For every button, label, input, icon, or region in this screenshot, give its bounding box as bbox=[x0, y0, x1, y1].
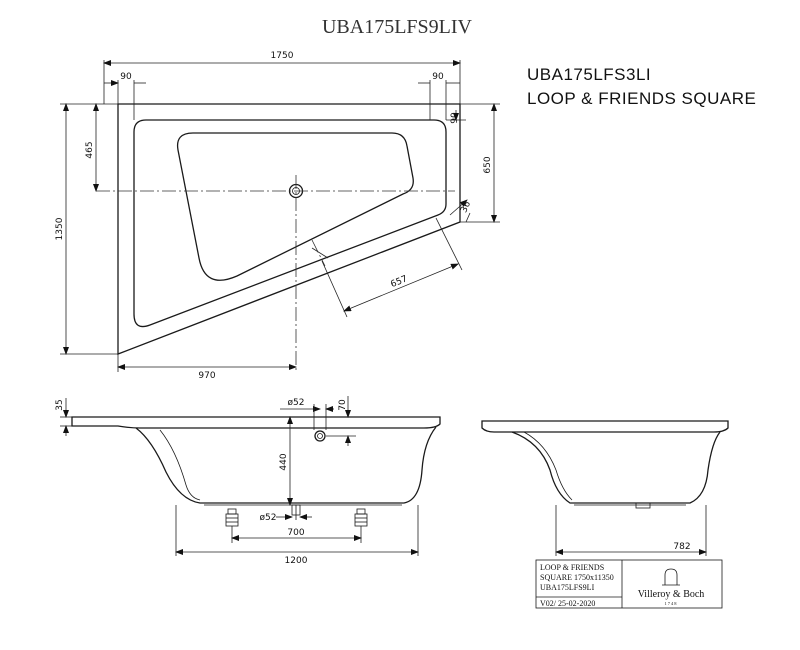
plan-view: 1750 90 90 90 1350 465 650 36 bbox=[55, 51, 500, 381]
dim-drain-offset: 465 bbox=[85, 141, 95, 158]
title-block: LOOP & FRIENDS SQUARE 1750x11350 UBA175L… bbox=[535, 559, 723, 609]
plan-inner-rim bbox=[133, 119, 447, 328]
dim-drain-dia-bottom: ø52 bbox=[260, 513, 277, 523]
brand-name: Villeroy & Boch bbox=[638, 589, 705, 600]
plan-outer-outline bbox=[117, 103, 461, 355]
dim-drain-dia-top: ø52 bbox=[288, 398, 305, 408]
front-elevation: 35 ø52 70 440 ø52 700 1200 bbox=[55, 396, 441, 566]
dim-depth-left: 1350 bbox=[55, 217, 65, 240]
title-block-line3: UBA175LFS9LI bbox=[540, 583, 595, 592]
model-name: LOOP & FRIENDS SQUARE bbox=[527, 89, 756, 108]
dim-rim: 35 bbox=[55, 399, 65, 410]
dim-drain-diag: 36 bbox=[459, 200, 473, 215]
dim-inset-left: 90 bbox=[120, 72, 132, 82]
dim-inset-side: 90 bbox=[450, 112, 460, 124]
title-block-line1: LOOP & FRIENDS bbox=[540, 563, 604, 572]
dim-base-width: 1200 bbox=[285, 556, 308, 566]
front-outer-shell bbox=[135, 426, 437, 504]
dim-bottom-width: 970 bbox=[198, 371, 215, 381]
dim-inset-right: 90 bbox=[432, 72, 444, 82]
brand-year: 1748 bbox=[665, 601, 678, 606]
dim-overflow-height: 70 bbox=[338, 399, 348, 411]
side-elevation: 782 bbox=[481, 420, 729, 556]
plan-basin bbox=[176, 132, 414, 281]
drawing-title: UBA175LFS9LIV bbox=[322, 16, 473, 38]
dim-diag-length: 657 bbox=[389, 274, 409, 290]
dim-feet-spacing: 700 bbox=[287, 528, 304, 538]
title-block-line2: SQUARE 1750x11350 bbox=[540, 573, 614, 582]
front-foot-left bbox=[225, 508, 239, 527]
dim-side-width: 782 bbox=[673, 542, 690, 552]
dim-width-top: 1750 bbox=[271, 51, 294, 61]
dim-interior-depth: 440 bbox=[279, 453, 289, 470]
overflow-fitting bbox=[314, 430, 326, 442]
dim-depth-right: 650 bbox=[483, 156, 493, 173]
model-code: UBA175LFS3LI bbox=[527, 65, 651, 84]
front-rim bbox=[71, 416, 441, 429]
side-outer-shell bbox=[511, 431, 721, 504]
brand-logo: Villeroy & Boch 1748 bbox=[638, 568, 705, 606]
title-block-version: V02/ 25-02-2020 bbox=[540, 599, 595, 608]
side-rim bbox=[481, 420, 729, 433]
front-foot-right bbox=[354, 508, 368, 527]
